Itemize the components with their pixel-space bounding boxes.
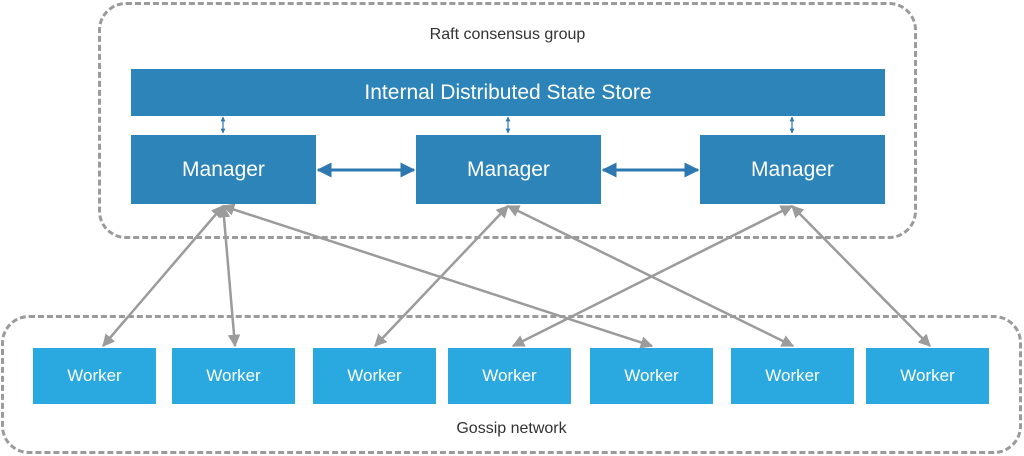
worker-node-3: Worker bbox=[313, 348, 436, 404]
m2-w3-edge bbox=[374, 205, 509, 347]
manager-node-2: Manager bbox=[416, 135, 601, 204]
m1-w2-edge bbox=[217, 204, 241, 348]
manager-node-3: Manager bbox=[700, 135, 885, 204]
m3-w4-edge bbox=[511, 204, 794, 348]
m1-w5-edge bbox=[221, 203, 654, 349]
worker-node-4: Worker bbox=[448, 348, 571, 404]
manager-node-1: Manager bbox=[131, 135, 316, 204]
raft-group-label: Raft consensus group bbox=[429, 26, 586, 43]
m1-w1-edge bbox=[102, 205, 224, 347]
worker-node-6: Worker bbox=[731, 348, 854, 404]
worker-node-2: Worker bbox=[172, 348, 295, 404]
m3-w7-edge bbox=[791, 205, 931, 347]
worker-node-1: Worker bbox=[33, 348, 156, 404]
gossip-network-label: Gossip network bbox=[456, 420, 567, 437]
worker-node-5: Worker bbox=[590, 348, 713, 404]
worker-node-7: Worker bbox=[866, 348, 989, 404]
distributed-state-store: Internal Distributed State Store bbox=[131, 69, 885, 116]
